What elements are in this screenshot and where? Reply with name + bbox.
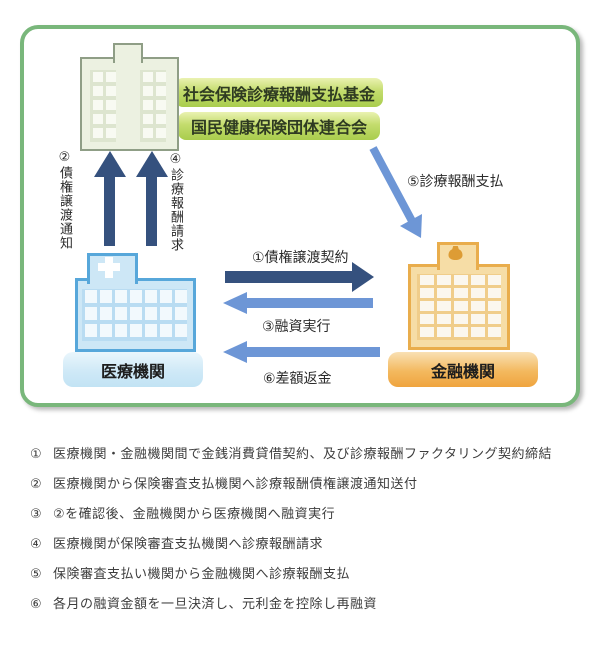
hospital-building-icon: [75, 278, 196, 352]
step-text: ②を確認後、金融機関から医療機関へ融資実行: [53, 507, 336, 522]
arrow-shaft: [104, 177, 115, 246]
step-item: ⑥ 各月の融資金額を一旦決済し、元利金を控除し再融資: [30, 596, 585, 613]
step-text: 各月の融資金額を一旦決済し、元利金を控除し再融資: [53, 597, 378, 612]
arrow-4-up: [135, 151, 168, 246]
building-windows: [82, 289, 187, 341]
arrow-1-label: ①債権譲渡契約: [252, 250, 349, 266]
arrow-shaft: [246, 298, 373, 308]
step-item: ④ 医療機関が保険審査支払機関へ診療報酬請求: [30, 536, 585, 553]
arrow-head: [93, 151, 126, 177]
arrow-6-left: [223, 341, 380, 363]
step-number: ⑤: [30, 567, 42, 582]
step-item: ① 医療機関・金融機関間で金銭消費貸借契約、及び診療報酬ファクタリング契約締結: [30, 446, 585, 463]
hospital-cross-icon: [98, 263, 120, 271]
arrow-head: [223, 341, 247, 363]
step-text: 保険審査支払い機関から金融機関へ診療報酬支払: [53, 567, 351, 582]
step-text: 医療機関・金融機関間で金銭消費貸借契約、及び診療報酬ファクタリング契約締結: [53, 447, 552, 462]
step-text: 医療機関から保険審査支払機関へ診療報酬債権譲渡通知送付: [53, 477, 418, 492]
money-bag-icon: [448, 246, 463, 260]
step-item: ② 医療機関から保険審査支払機関へ診療報酬債権譲渡通知送付: [30, 476, 585, 493]
arrow-3-left: [223, 292, 373, 314]
step-number: ②: [30, 477, 42, 492]
arrow-3-label: ③融資実行: [262, 319, 331, 335]
payer-label-kokuho: 国民健康保険団体連合会: [178, 112, 380, 140]
arrow-4-label: ④診療報酬請求: [168, 152, 183, 252]
arrow-5-label: ⑤診療報酬支払: [407, 174, 504, 190]
arrow-6-label: ⑥差額返金: [263, 371, 332, 387]
bank-building-icon: [408, 264, 510, 350]
step-number: ④: [30, 537, 42, 552]
building-windows: [90, 70, 116, 142]
payer-label-shaho: 社会保険診療報酬支払基金: [175, 78, 383, 107]
building-windows: [140, 70, 166, 142]
payer-building-icon: [80, 57, 179, 151]
step-number: ⑥: [30, 597, 42, 612]
medical-institution-label: 医療機関: [63, 352, 203, 387]
arrow-1-right: [225, 262, 374, 292]
step-number: ①: [30, 447, 42, 462]
arrow-head: [135, 151, 168, 177]
step-item: ⑤ 保険審査支払い機関から金融機関へ診療報酬支払: [30, 566, 585, 583]
financial-institution-label: 金融機関: [388, 352, 538, 387]
arrow-head: [352, 262, 374, 292]
arrow-shaft: [246, 347, 380, 357]
steps-list: ① 医療機関・金融機関間で金銭消費貸借契約、及び診療報酬ファクタリング契約締結 …: [30, 446, 585, 626]
arrow-2-up: [93, 151, 126, 246]
step-number: ③: [30, 507, 42, 522]
building-windows: [417, 274, 501, 340]
arrow-head: [223, 292, 247, 314]
step-item: ③ ②を確認後、金融機関から医療機関へ融資実行: [30, 506, 585, 523]
payer-building-roof: [113, 43, 143, 63]
arrow-shaft: [225, 271, 353, 283]
arrow-2-label: ②債権譲渡通知: [57, 150, 72, 250]
step-text: 医療機関が保険審査支払機関へ診療報酬請求: [53, 537, 324, 552]
arrow-shaft: [146, 177, 157, 246]
